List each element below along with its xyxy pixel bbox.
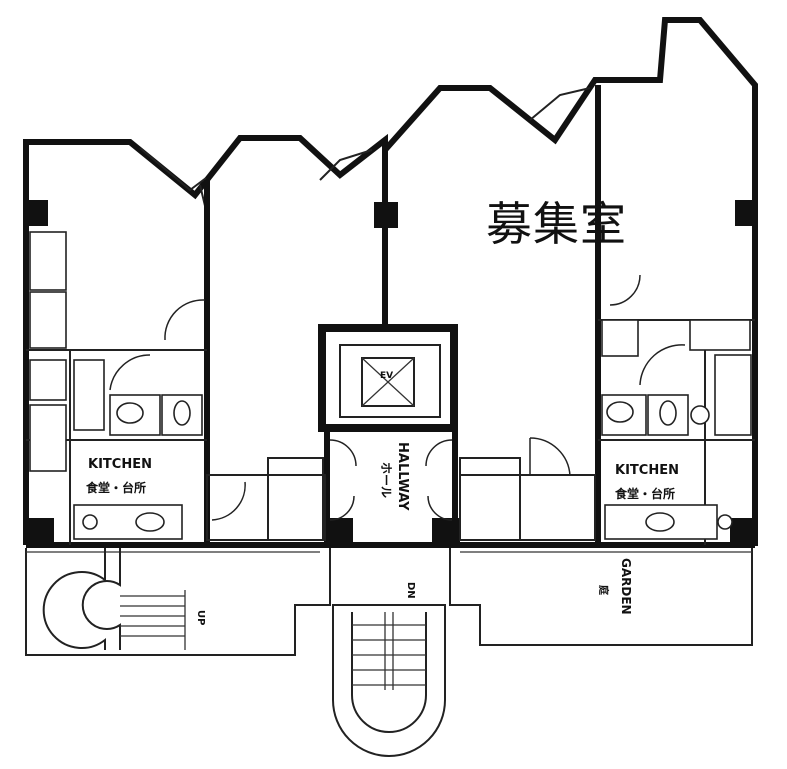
terrace <box>25 548 753 656</box>
left-stair <box>42 548 186 650</box>
garden-label: GARDEN <box>619 558 633 615</box>
kitchen-left-label: KITCHEN <box>88 457 152 472</box>
right-unit-fixtures <box>601 274 752 540</box>
center-stair <box>332 604 446 757</box>
left-unit-fixtures <box>29 231 206 540</box>
vacancy-label: 募集室 <box>486 197 627 251</box>
hallway-label: HALLWAY <box>395 442 410 511</box>
elevator-label: EV <box>380 371 393 381</box>
kitchen-left-label-jp: 食堂・台所 <box>85 480 146 495</box>
left-stair-label: UP <box>195 610 206 625</box>
kitchen-right-label: KITCHEN <box>615 463 679 478</box>
center-stair-label: DN <box>405 582 416 599</box>
elevator-core <box>318 324 458 432</box>
hallway-area <box>324 428 458 545</box>
kitchen-right-label-jp: 食堂・台所 <box>614 486 675 501</box>
hallway-label-jp: ホール <box>379 462 393 498</box>
unit-entrances <box>206 437 596 541</box>
garden-label-jp: 庭 <box>597 585 610 596</box>
